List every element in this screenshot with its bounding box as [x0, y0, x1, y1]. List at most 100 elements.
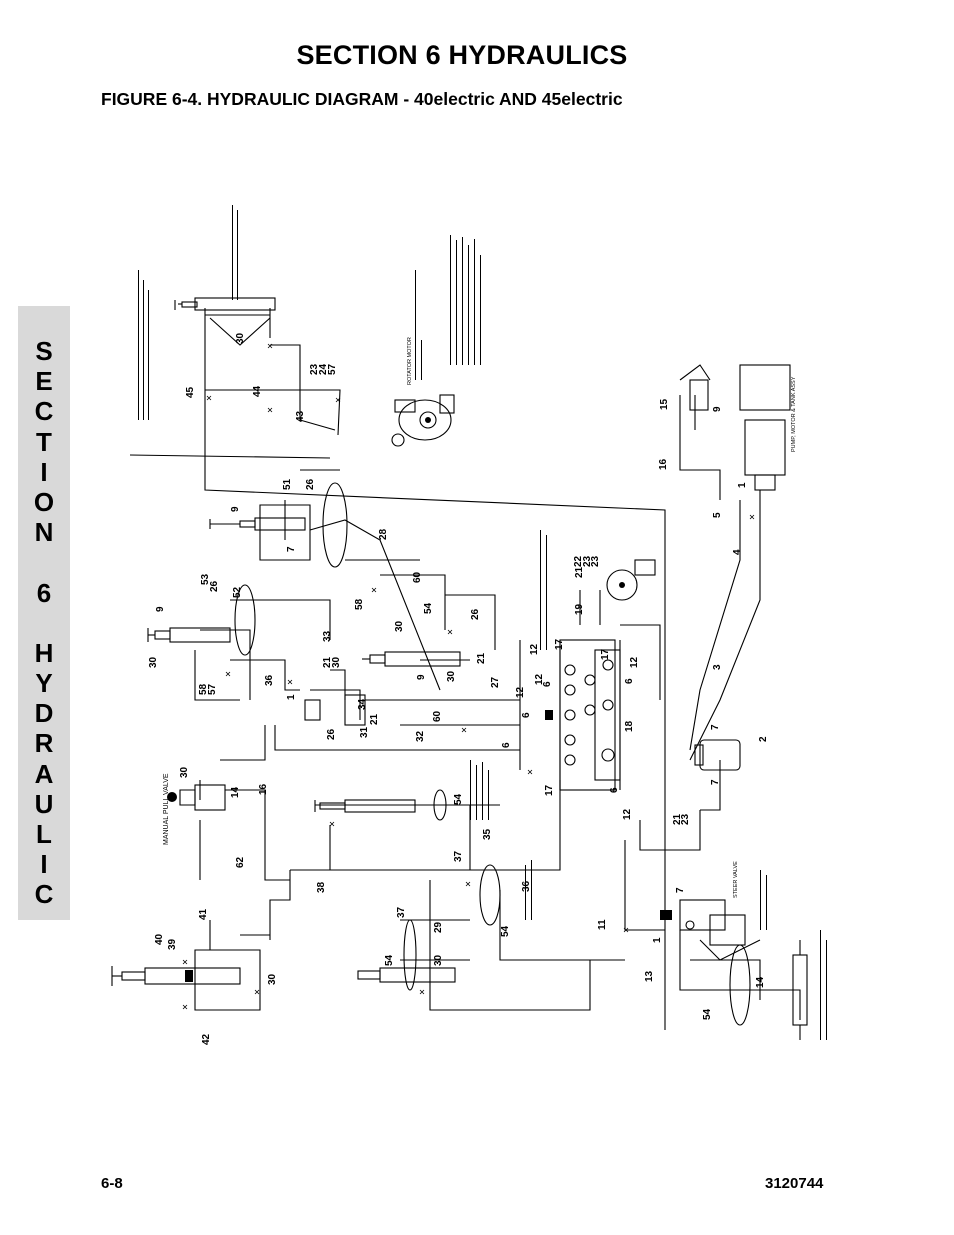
tab-letter: T: [36, 426, 52, 457]
callout: 32: [415, 730, 426, 742]
upper-lift-cylinder-component: [209, 517, 306, 531]
callout: 24: [318, 363, 329, 375]
callout: 36: [521, 880, 532, 892]
pump-motor-tank-label: PUMP, MOTOR & TANK ASSY: [791, 376, 797, 452]
steer-valve-component: [660, 899, 746, 946]
callout: 7: [710, 724, 721, 730]
callout: 9: [416, 674, 427, 680]
callout: 26: [209, 580, 220, 592]
hose-lines: [129, 308, 801, 1030]
callout: 19: [574, 603, 585, 615]
callout: 22: [573, 555, 584, 567]
callout: 4: [732, 549, 743, 555]
pump-motor-tank-component: [679, 364, 791, 491]
callout: 44: [252, 385, 263, 397]
callout: 54: [500, 925, 511, 937]
diagram-notes: [138, 205, 827, 1040]
tab-letter: D: [34, 698, 54, 729]
callout: 26: [305, 478, 316, 490]
tab-letter: 6: [36, 577, 52, 608]
steer-valve-label: STEER VALVE: [733, 861, 739, 898]
callout: 6: [501, 742, 512, 748]
callout-numbers: 30 45 44 43 23 24 57 15 16 9 1 5 4 3 2 5…: [148, 332, 769, 1045]
callout: 30: [331, 656, 342, 668]
hose-ties: [234, 482, 751, 1026]
callout: 30: [179, 766, 190, 778]
tab-letter: C: [34, 396, 54, 427]
callout: 21: [574, 566, 585, 578]
callout: 37: [453, 850, 464, 862]
callout: 51: [282, 478, 293, 490]
callout: 54: [423, 602, 434, 614]
leveling-cylinder-component: [314, 799, 416, 813]
callout: 2: [758, 736, 769, 742]
callout: 31: [359, 726, 370, 738]
callout: 12: [534, 673, 545, 685]
callout: 21: [476, 652, 487, 664]
callout: 30: [267, 973, 278, 985]
tab-letter: O: [33, 486, 55, 517]
callout: 54: [384, 954, 395, 966]
callout: 21: [672, 813, 683, 825]
callout: 62: [235, 856, 246, 868]
tab-letter: U: [34, 788, 54, 819]
callout: 28: [378, 528, 389, 540]
callout: 60: [412, 571, 423, 583]
callout: 23: [309, 363, 320, 375]
rotator-motor-component: [391, 394, 455, 447]
tab-letter: N: [34, 517, 54, 548]
callout: 1: [286, 694, 297, 700]
callout: 5: [712, 512, 723, 518]
callout: 58: [354, 598, 365, 610]
center-lift-cylinder-component: [362, 651, 461, 667]
callout: 57: [327, 363, 338, 375]
callout: 23: [680, 813, 691, 825]
callout: 1: [652, 937, 663, 943]
callout: 12: [529, 643, 540, 655]
document-number: 3120744: [765, 1175, 824, 1192]
callout: 7: [675, 887, 686, 893]
holding-valve-component: [304, 694, 366, 726]
callout: 35: [482, 828, 493, 840]
callout: 15: [659, 398, 670, 410]
callout: 12: [629, 656, 640, 668]
callout: 6: [624, 678, 635, 684]
section-side-tab: S E C T I O N 6 H Y D R A U L I C: [18, 306, 70, 920]
manual-pull-valve-label: MANUAL PULL VALVE: [163, 773, 170, 845]
callout: 14: [230, 786, 241, 798]
tab-letter: S: [35, 336, 53, 366]
manual-pull-valve-component: [167, 784, 226, 811]
callout: 17: [554, 638, 565, 650]
callout: 30: [433, 954, 444, 966]
tab-letter: A: [34, 758, 54, 789]
callout: 23: [582, 555, 593, 567]
callout: 29: [433, 921, 444, 933]
callout: 60: [432, 710, 443, 722]
callout: 45: [185, 386, 196, 398]
callout: 3: [712, 664, 723, 670]
callout: 30: [394, 620, 405, 632]
callout: 23: [590, 555, 601, 567]
callout: 37: [396, 906, 407, 918]
callout: 27: [490, 676, 501, 688]
master-cylinder-component: [357, 967, 456, 983]
callout: 9: [155, 606, 166, 612]
callout: 42: [201, 1033, 212, 1045]
callout: 40: [154, 933, 165, 945]
figure-title: FIGURE 6-4. HYDRAULIC DIAGRAM - 40electr…: [101, 89, 623, 109]
mid-lift-cylinder-component: [147, 627, 231, 643]
tab-letter: R: [34, 728, 54, 759]
upper-cylinder-component: [174, 297, 276, 311]
tab-letter: E: [35, 366, 53, 397]
main-control-valve-component: [545, 639, 621, 791]
steer-cylinder-component: [792, 940, 808, 1040]
callout: 13: [644, 970, 655, 982]
callout: 12: [622, 808, 633, 820]
callout: 30: [148, 656, 159, 668]
callout: 6: [542, 681, 553, 687]
page-number: 6-8: [101, 1175, 123, 1192]
section-title: SECTION 6 HYDRAULICS: [296, 40, 628, 70]
callout: 6: [609, 787, 620, 793]
callout: 14: [755, 976, 766, 988]
callout: 33: [322, 630, 333, 642]
